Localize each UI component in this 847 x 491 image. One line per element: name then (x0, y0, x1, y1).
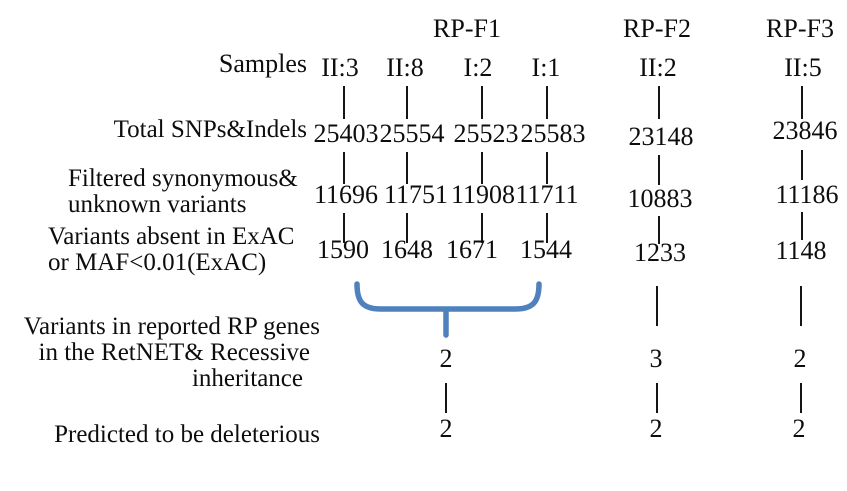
connector-line (658, 216, 660, 244)
connector-line (800, 286, 802, 326)
connector-line (343, 86, 345, 119)
row-label-total-snps: Total SNPs&Indels (113, 116, 307, 143)
value-total-snps: 23148 (628, 122, 694, 151)
value-exac: 1671 (446, 235, 498, 264)
value-filtered: 11908 (450, 180, 516, 209)
connector-line (658, 86, 660, 119)
value-filtered: 11711 (515, 180, 579, 209)
family-label-rpf1: RP-F1 (433, 14, 501, 43)
connector-line (406, 213, 408, 243)
connector-line (481, 86, 483, 119)
value-filtered: 11186 (775, 180, 839, 209)
value-total-snps: 25554 (379, 119, 445, 148)
connector-line (445, 383, 447, 413)
connector-line (546, 213, 548, 243)
connector-line (801, 212, 803, 240)
connector-line (656, 383, 658, 413)
value-exac: 1148 (775, 236, 827, 265)
value-deleterious-rpf1: 2 (439, 414, 453, 443)
sample-label: II:8 (386, 53, 424, 82)
connector-line (800, 383, 802, 413)
connector-line (406, 86, 408, 119)
row-label-samples: Samples (218, 49, 307, 78)
sample-label: I:1 (531, 53, 561, 82)
row-label-reported-line2: in the RetNET& Recessive (38, 339, 310, 366)
sample-label: II:3 (321, 53, 359, 82)
merge-brace-bar (354, 281, 542, 312)
value-exac: 1590 (317, 235, 369, 264)
value-filtered: 10883 (627, 184, 693, 213)
connector-line (406, 152, 408, 184)
value-total-snps: 25523 (453, 119, 519, 148)
merge-brace (354, 281, 542, 338)
connector-line (656, 286, 658, 326)
connector-line (546, 86, 548, 119)
row-label-reported-line3: inheritance (191, 365, 303, 392)
connector-line (801, 86, 803, 119)
connector-line (546, 152, 548, 184)
value-filtered: 11751 (383, 180, 449, 209)
value-reported-rpf1: 2 (439, 344, 453, 373)
value-reported: 3 (649, 344, 663, 373)
connector-line (481, 152, 483, 184)
value-total-snps: 25403 (313, 119, 379, 148)
row-label-reported-line1: Variants in reported RP genes (23, 313, 320, 340)
connector-line (658, 155, 660, 185)
value-exac: 1544 (520, 235, 572, 264)
value-exac: 1233 (634, 238, 686, 267)
row-label-exac-line2: or MAF<0.01(ExAC) (48, 249, 267, 276)
connector-line (343, 152, 345, 184)
family-label-rpf2: RP-F2 (623, 14, 691, 43)
value-exac: 1648 (381, 235, 433, 264)
value-reported: 2 (793, 344, 807, 373)
connector-line (481, 213, 483, 243)
value-deleterious: 2 (792, 414, 806, 443)
row-label-filtered-line2: unknown variants (68, 191, 247, 218)
sample-label: II:2 (639, 53, 677, 82)
value-filtered: 11696 (313, 180, 379, 209)
value-total-snps: 23846 (772, 116, 838, 145)
value-total-snps: 25583 (520, 119, 586, 148)
row-label-exac-line1: Variants absent in ExAC (48, 223, 295, 250)
sample-label: I:2 (463, 53, 493, 82)
connector-line (343, 213, 345, 243)
value-deleterious: 2 (649, 414, 663, 443)
row-label-deleterious: Predicted to be deleterious (54, 421, 320, 448)
family-label-rpf3: RP-F3 (766, 14, 834, 43)
row-label-filtered-line1: Filtered synonymous& (68, 165, 298, 192)
sample-label: II:5 (784, 53, 822, 82)
connector-line (801, 150, 803, 180)
